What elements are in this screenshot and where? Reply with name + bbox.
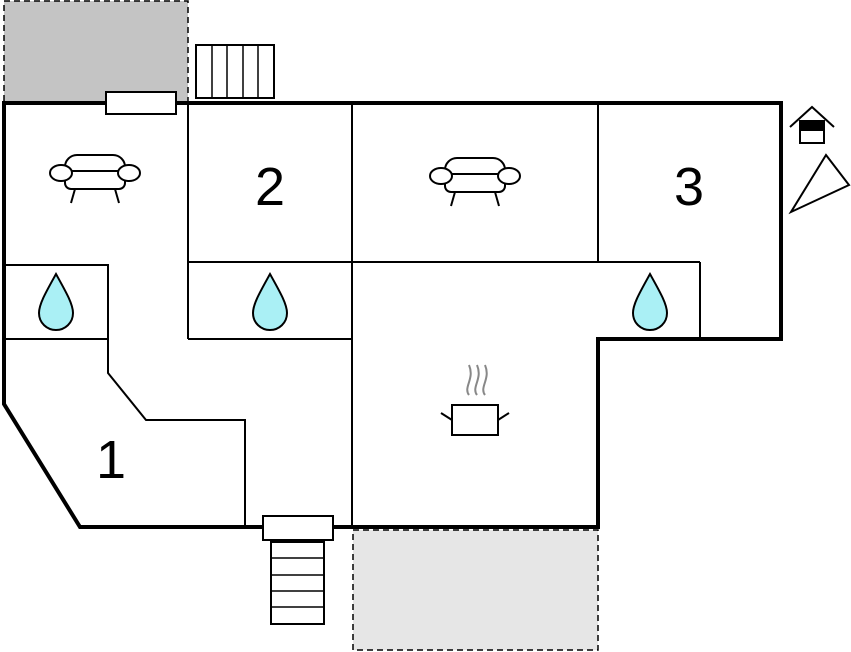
sofa-icon [429,157,521,207]
stairs-bottom-icon [270,541,325,625]
terrace-top-left [3,0,189,103]
water-drop-icon [37,271,75,332]
sofa-icon [49,154,141,204]
room-label-1: 1 [96,430,126,490]
stairs-icon [195,44,275,99]
terrace-bottom [352,529,599,651]
water-drop-icon [631,271,669,332]
inner-walls [4,103,701,527]
room-label-3: 3 [674,157,704,217]
door-bottom [262,515,334,541]
outer-wall [2,101,783,529]
compass-north-icon [788,153,851,215]
water-drop-icon [251,271,289,332]
door-top [105,91,177,115]
house-icon [789,105,835,144]
room-label-2: 2 [255,157,285,217]
cooking-pot-icon [440,364,510,436]
